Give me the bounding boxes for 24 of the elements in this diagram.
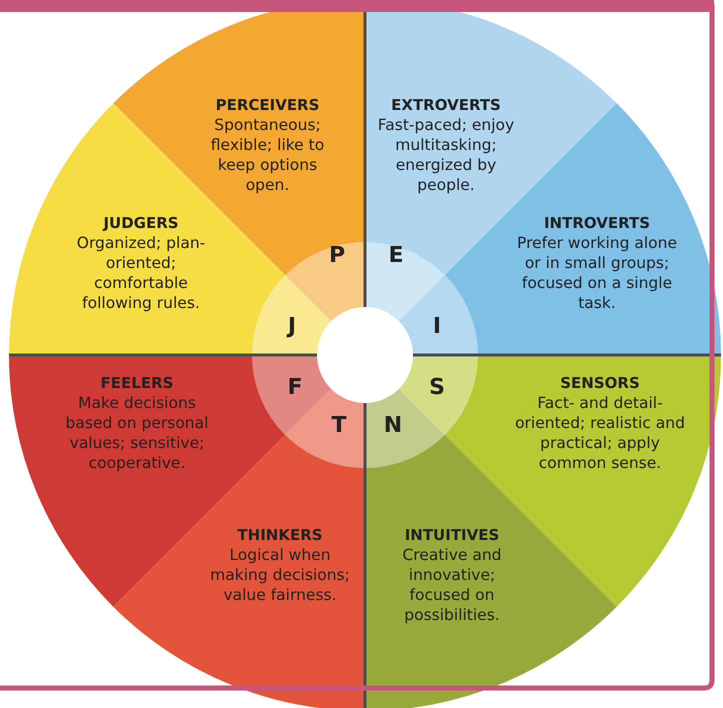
description-text: Spontaneous; flexible; like to keep options open.	[210, 115, 326, 195]
type-letter: I	[422, 314, 452, 340]
type-letter: P	[322, 243, 352, 269]
description-text: Fact- and detail-oriented; realistic and practical; apply common sense.	[514, 393, 686, 473]
type-letter: J	[277, 314, 307, 340]
description-text: Organized; plan-oriented; comfortable following rules.	[76, 233, 206, 313]
category-heading: INTUITIVES	[404, 525, 500, 545]
type-letter: S	[422, 375, 452, 401]
category-heading: PERCEIVERS	[214, 95, 320, 115]
category-heading: JUDGERS	[102, 213, 180, 233]
type-letter: F	[280, 375, 310, 401]
description-text: Prefer working alone or in small groups; focused on a single task.	[517, 233, 677, 313]
category-heading: EXTROVERTS	[390, 95, 502, 115]
type-letter: T	[324, 413, 354, 439]
category-heading: FEELERS	[100, 373, 174, 393]
category-heading: INTROVERTS	[542, 213, 652, 233]
description-text: Fast-paced; enjoy multitasking; energized by people.	[376, 115, 516, 195]
category-heading: THINKERS	[236, 525, 324, 545]
category-heading: SENSORS	[559, 373, 641, 393]
type-letter: N	[378, 413, 408, 439]
description-text: Logical when making decisions; value fairness.	[209, 545, 351, 605]
type-letter: E	[381, 243, 411, 269]
description-text: Make decisions based on personal values; sensitive; cooperative.	[64, 393, 210, 473]
description-text: Creative and innovative; focused on possibilities.	[401, 545, 503, 625]
